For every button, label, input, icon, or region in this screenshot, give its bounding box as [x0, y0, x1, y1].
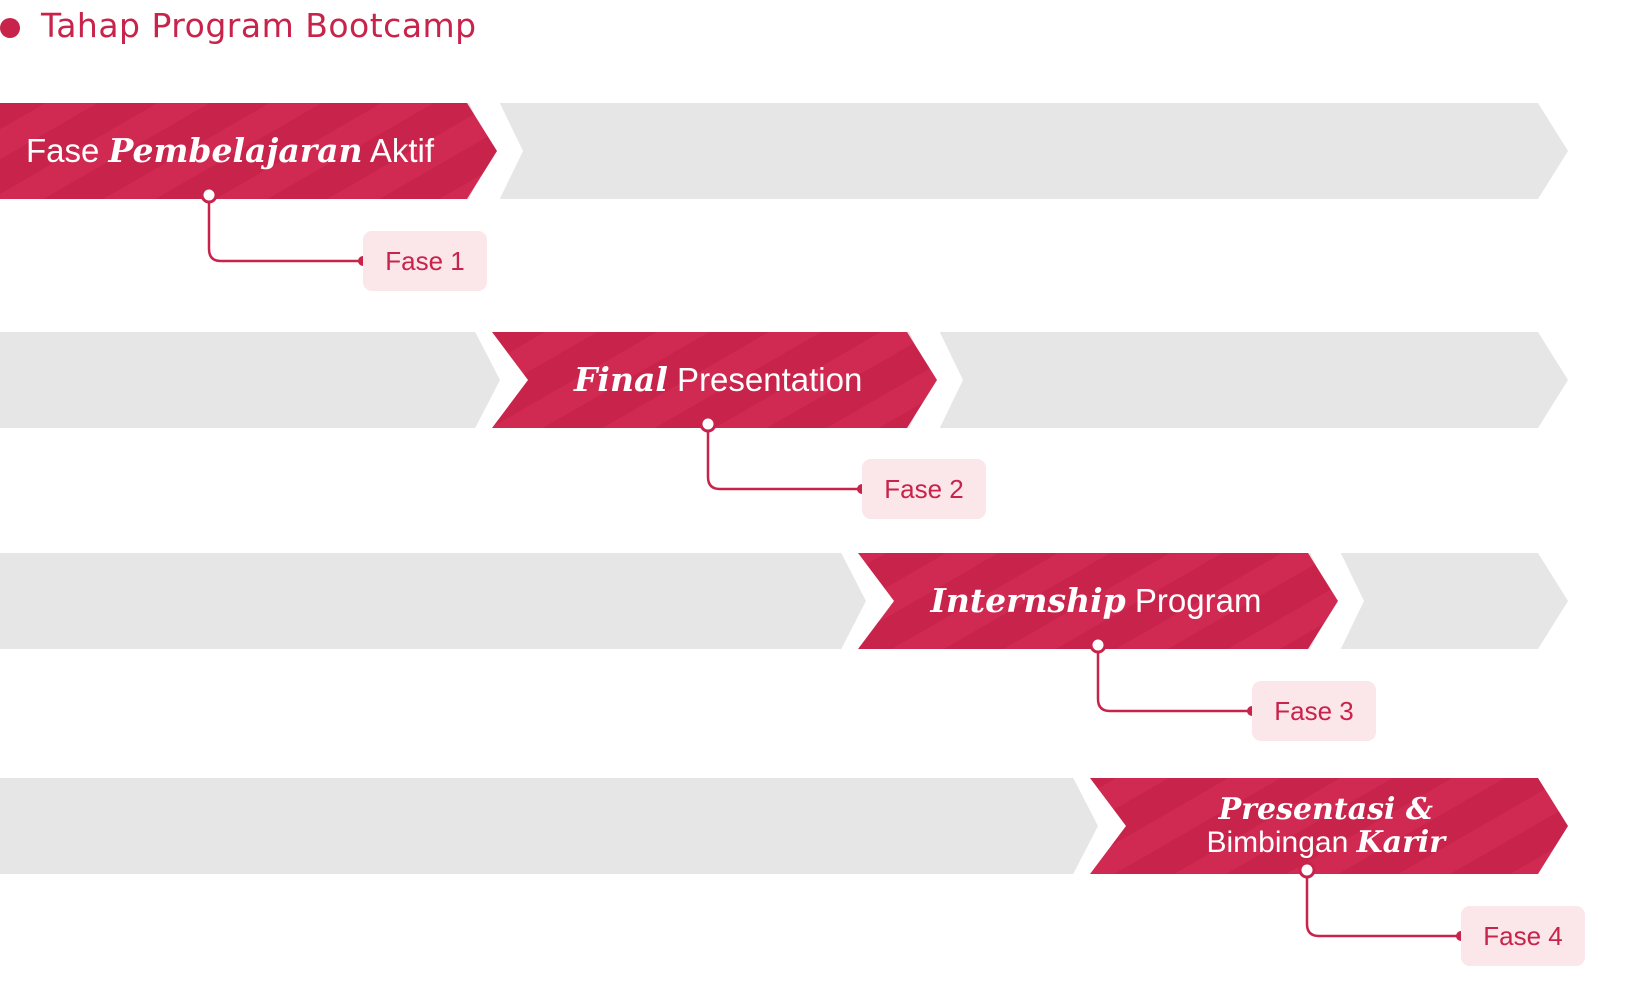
- separator-chevron: [1066, 764, 1128, 888]
- phase-badge-2: Fase 2: [862, 459, 986, 519]
- connector-line: [1305, 870, 1459, 938]
- diagram-title: Tahap Program Bootcamp: [41, 5, 477, 45]
- phase-arrow: [0, 103, 497, 199]
- phase-badge-3: Fase 3: [1252, 681, 1376, 741]
- phase-arrow: [492, 332, 937, 428]
- connector-ring-icon: [200, 186, 218, 204]
- connector-ring-icon: [1089, 636, 1107, 654]
- connector-line: [207, 195, 361, 263]
- phase-arrow: [1090, 778, 1568, 874]
- connector-ring-icon: [1298, 861, 1316, 879]
- separator-chevron: [468, 318, 530, 442]
- separator-chevron: [834, 539, 896, 663]
- phase-arrow: [858, 553, 1338, 649]
- diagram-header: Tahap Program Bootcamp: [0, 0, 477, 50]
- bullet-dot-icon: [0, 18, 20, 38]
- phase-badge-1: Fase 1: [363, 231, 487, 291]
- connector-line: [706, 424, 860, 491]
- connector-ring-icon: [699, 415, 717, 433]
- phase-badge-4: Fase 4: [1461, 906, 1585, 966]
- connector-line: [1096, 645, 1250, 713]
